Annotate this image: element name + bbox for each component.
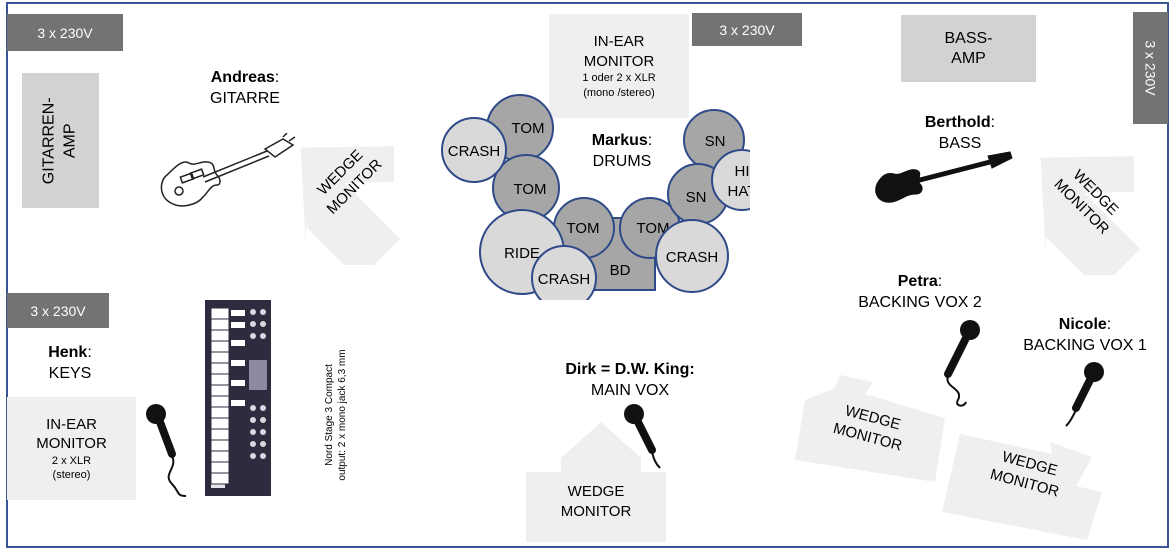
role-dirk: MAIN VOX <box>590 381 670 399</box>
wedge-monitor-andreas: WEDGE MONITOR <box>278 120 418 265</box>
drum-tom-3-label: TOM <box>566 220 599 237</box>
wedge-shape-dirk <box>526 422 666 542</box>
in-ear-keys-line2: MONITOR <box>36 435 107 453</box>
wedge-monitor-nicole: WEDGE MONITOR <box>942 412 1102 540</box>
drum-hihat-label-2: HAT <box>728 183 750 200</box>
drum-hihat <box>711 149 750 211</box>
drum-crash-1 <box>441 117 507 183</box>
colon-henk: : <box>87 344 92 361</box>
keyboard-note-line1: Nord Stage 3 Compact <box>324 364 335 466</box>
name-petra: Petra <box>897 273 938 290</box>
power-box-left-mid: 3 x 230V <box>7 293 109 328</box>
label-petra: Petra: BACKING VOX 2 <box>845 272 995 314</box>
colon-andreas: : <box>274 69 280 86</box>
name-berthold: Berthold <box>924 114 991 131</box>
guitar-amp-label: GITARREN-AMP <box>40 97 79 184</box>
wedge-line1: WEDGE <box>567 483 625 500</box>
in-ear-drums-line2: MONITOR <box>583 52 655 70</box>
label-henk: Henk: KEYS <box>25 343 115 385</box>
drum-tom-4-label: TOM <box>636 220 669 237</box>
microphone-icon-dirk <box>624 404 661 469</box>
role-berthold: BASS <box>938 134 982 152</box>
label-nicole: Nicole: BACKING VOX 1 <box>1015 315 1155 357</box>
wedge-monitor-petra: WEDGE MONITOR <box>795 370 945 485</box>
in-ear-keys-line1: IN-EAR <box>46 415 97 433</box>
colon-berthold: : <box>990 114 996 131</box>
in-ear-drums-line1: IN-EAR <box>593 33 645 51</box>
power-box-left-top: 3 x 230V <box>7 14 123 51</box>
microphone-icon-petra <box>944 320 980 407</box>
label-berthold: Berthold: BASS <box>900 113 1020 155</box>
label-dirk: Dirk = D.W. King: MAIN VOX <box>545 360 715 402</box>
role-markus: DRUMS <box>592 152 652 170</box>
in-ear-monitor-keys: IN-EAR MONITOR 2 x XLR (stereo) <box>7 397 136 500</box>
wedge-shape-andreas <box>300 146 401 265</box>
bass-amp-line1: BASS- <box>944 29 993 47</box>
wedge-shape-petra <box>795 375 945 482</box>
in-ear-keys-line4: (stereo) <box>52 469 91 481</box>
drum-crash-2-label: CRASH <box>538 271 591 288</box>
drum-kit: BD TOM TOM TOM TOM SN SN CRASH RIDE CRAS… <box>441 94 750 300</box>
drum-tom-1-label: TOM <box>511 120 544 137</box>
drum-crash-2 <box>531 245 597 300</box>
drum-sn-1-label: SN <box>705 133 726 150</box>
name-markus: Markus <box>591 132 648 149</box>
drum-crash-1-label: CRASH <box>448 143 501 160</box>
bass-guitar-icon <box>875 151 1013 203</box>
guitar-amp: GITARREN-AMP <box>22 73 99 208</box>
power-box-right: 3 x 230V <box>1133 12 1168 124</box>
microphone-icon-henk <box>146 404 187 497</box>
drum-tom-2-label: TOM <box>513 181 546 198</box>
colon-markus: : <box>647 132 653 149</box>
colon-petra: : <box>937 273 943 290</box>
drum-crash-3-label: CRASH <box>666 249 719 266</box>
keyboard-note: Nord Stage 3 Compact output: 2 x mono ja… <box>323 325 353 505</box>
role-andreas: GITARRE <box>210 89 280 107</box>
in-ear-drums-line3: 1 oder 2 x XLR <box>582 72 656 85</box>
wedge-monitor-dirk: WEDGE MONITOR <box>526 418 666 542</box>
power-box-drums: 3 x 230V <box>692 13 802 46</box>
wedge-line2: MONITOR <box>560 503 632 521</box>
microphone-icon-nicole <box>1065 362 1104 427</box>
drum-crash-3 <box>655 219 729 293</box>
wedge-shape-berthold <box>1040 156 1141 275</box>
name-nicole: Nicole <box>1058 316 1107 333</box>
drum-hihat-label-1: HI <box>735 163 750 180</box>
wedge-monitor-berthold: WEDGE MONITOR <box>1018 130 1158 275</box>
power-box-right-label: 3 x 230V <box>1142 40 1159 96</box>
in-ear-drums-line4: (mono /stereo) <box>583 86 655 99</box>
name-andreas: Andreas <box>210 69 275 86</box>
name-dirk: Dirk = D.W. King: <box>565 361 695 378</box>
label-andreas: Andreas: GITARRE <box>190 68 300 110</box>
in-ear-keys-line3: 2 x XLR <box>51 454 92 467</box>
role-henk: KEYS <box>48 364 92 382</box>
label-markus: Markus: DRUMS <box>567 131 677 173</box>
bass-amp: BASS- AMP <box>901 15 1036 82</box>
drum-sn-2-label: SN <box>686 189 707 206</box>
colon-nicole: : <box>1106 316 1112 333</box>
wedge-shape-nicole <box>942 434 1102 540</box>
name-henk: Henk <box>48 344 88 361</box>
role-nicole: BACKING VOX 1 <box>1023 336 1147 354</box>
keyboard-note-line2: output: 2 x mono jack 6,3 mm <box>337 349 348 481</box>
role-petra: BACKING VOX 2 <box>858 293 982 311</box>
drum-bd-label: BD <box>610 262 631 279</box>
keyboard-icon <box>205 300 271 496</box>
wedge-text-dirk: WEDGE MONITOR <box>526 482 666 523</box>
drum-ride-label: RIDE <box>504 245 540 262</box>
bass-amp-line2: AMP <box>951 49 986 67</box>
electric-guitar-icon <box>160 133 296 207</box>
in-ear-monitor-drums: IN-EAR MONITOR 1 oder 2 x XLR (mono /ste… <box>549 14 689 118</box>
